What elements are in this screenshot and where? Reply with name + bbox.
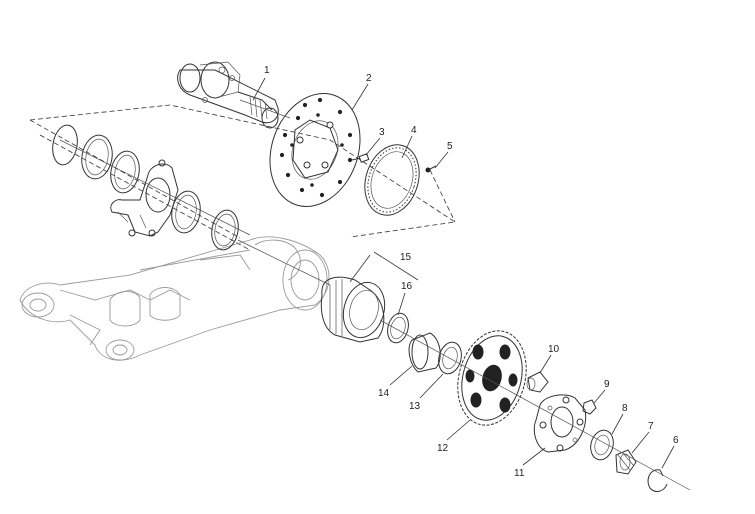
part-number-9: 9 — [604, 379, 610, 390]
rear-sprocket — [457, 330, 527, 426]
circlip — [647, 469, 668, 492]
snap-ring — [387, 312, 409, 344]
ring-screw — [425, 165, 437, 173]
part-number-3: 3 — [379, 127, 385, 138]
assembly-axis-lines — [59, 99, 691, 491]
assembly-axis-dashed-outline — [29, 104, 457, 251]
brake-disc — [269, 93, 361, 207]
axle-hub — [177, 61, 279, 129]
part-number-14: 14 — [378, 388, 390, 399]
part-number-2: 2 — [366, 73, 372, 84]
disc-bolt — [351, 153, 370, 163]
part-number-16: 16 — [401, 281, 413, 292]
flange-nut — [582, 399, 597, 415]
axle-nut — [615, 449, 637, 475]
part-number-4: 4 — [411, 125, 417, 136]
sprocket-flange — [533, 394, 587, 453]
part-number-12: 12 — [437, 443, 449, 454]
part-number-7: 7 — [648, 421, 654, 432]
swingarm-outline — [19, 236, 330, 361]
part-number-11: 11 — [514, 468, 525, 479]
part-number-1: 1 — [264, 65, 270, 76]
spacer-sleeve — [408, 332, 441, 373]
part-number-13: 13 — [409, 401, 421, 412]
part-number-labels: 1 2 3 4 5 6 7 8 9 10 11 12 13 14 15 16 — [264, 65, 679, 479]
part-number-15: 15 — [400, 252, 412, 263]
abs-tone-ring — [364, 144, 420, 216]
washer — [590, 429, 614, 461]
part-number-6: 6 — [673, 435, 679, 446]
part-number-5: 5 — [447, 141, 453, 152]
part-number-8: 8 — [622, 403, 628, 414]
left-seal-set — [52, 124, 140, 194]
eccentric-hub — [320, 276, 386, 343]
bearing — [438, 341, 462, 375]
leader-lines — [252, 77, 675, 469]
bushing — [526, 371, 549, 393]
part-number-10: 10 — [548, 344, 560, 355]
bracket-seal-set — [171, 190, 239, 251]
